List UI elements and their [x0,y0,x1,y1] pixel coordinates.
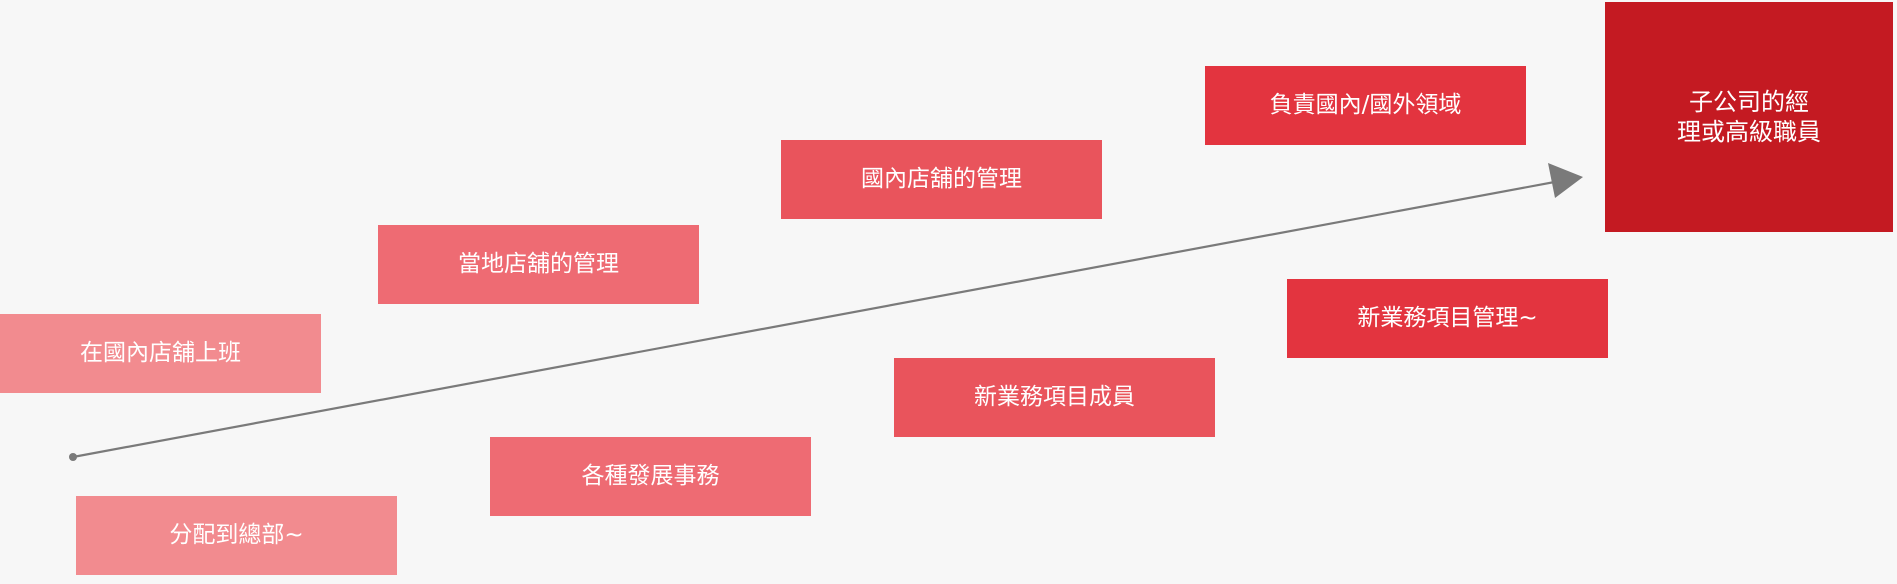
step-box-new-business-member: 新業務項目成員 [894,358,1215,437]
step-label: 當地店舖的管理 [458,250,619,277]
progress-arrow-line [72,179,1561,459]
step-label: 國內店舖的管理 [861,165,1022,192]
step-box-development-affairs: 各種發展事務 [490,437,811,516]
step-box-domestic-overseas-field: 負責國內/國外領域 [1205,66,1526,145]
progress-arrow-head [1548,163,1583,198]
step-label: 新業務項目成員 [974,383,1135,410]
final-label-line-2: 理或高級職員 [1677,118,1821,146]
step-label: 新業務項目管理~ [1357,304,1538,331]
progress-arrow-start-dot [69,453,77,461]
step-box-local-store-management: 當地店舖的管理 [378,225,699,304]
final-box-subsidiary-executive: 子公司的經 理或高級職員 [1605,2,1893,232]
step-box-new-business-management: 新業務項目管理~ [1287,279,1608,358]
step-box-domestic-store-management: 國內店舖的管理 [781,140,1102,219]
step-label: 分配到總部~ [169,521,304,548]
final-label-line-1: 子公司的經 [1689,88,1809,116]
step-label: 各種發展事務 [581,462,720,489]
step-box-assigned-headquarters: 分配到總部~ [76,496,397,575]
step-box-domestic-store-work: 在國內店舖上班 [0,314,321,393]
step-label: 負責國內/國外領域 [1269,91,1462,118]
step-label: 在國內店舖上班 [80,339,241,366]
